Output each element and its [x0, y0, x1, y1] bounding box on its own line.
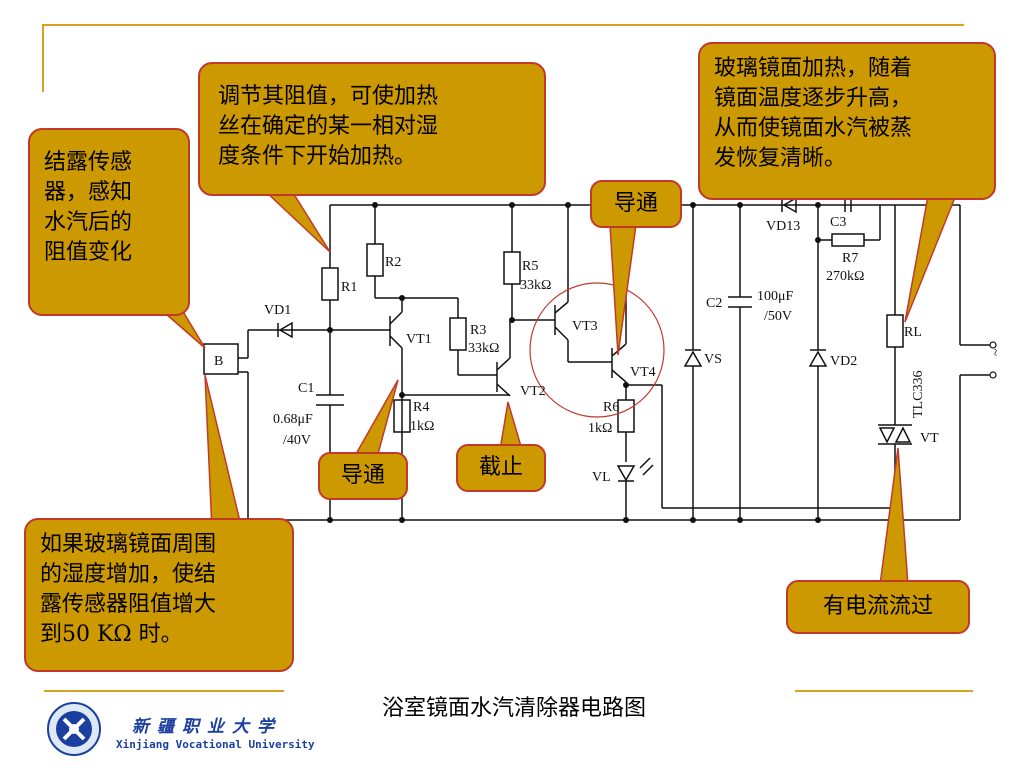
r6-label: R6 [603, 400, 619, 415]
vd13-label: VD13 [766, 219, 800, 234]
c2-label: C2 [706, 296, 722, 311]
frame-left-line [42, 24, 44, 92]
r5-label: R5 [522, 259, 538, 274]
r4-value: 1kΩ [410, 419, 434, 434]
tlc-label: TLC336 [911, 371, 926, 418]
callout-adjust: 调节其阻值，可使加热 丝在确定的某一相对湿 度条件下开始加热。 [198, 62, 546, 196]
callout-humidity-text: 如果玻璃镜面周围 的湿度增加，使结 露传感器阻值增大 到50 KΩ 时。 [40, 532, 217, 647]
b-label: B [214, 354, 223, 369]
c2-value: 100μF [757, 289, 794, 304]
c1-voltage: /40V [283, 433, 311, 448]
r7-label: R7 [842, 251, 858, 266]
r3-label: R3 [470, 323, 486, 338]
vd2-label: VD2 [830, 354, 857, 369]
tag-cutoff-text: 截止 [478, 455, 523, 480]
c1-label: C1 [298, 381, 314, 396]
tag-conduct-bottom: 导通 [318, 452, 408, 500]
callout-mirror-text: 玻璃镜面加热，随着 镜面温度逐步升高， 从而使镜面水汽被蒸 发恢复清晰。 [714, 56, 913, 171]
callout-humidity: 如果玻璃镜面周围 的湿度增加，使结 露传感器阻值增大 到50 KΩ 时。 [24, 518, 294, 672]
vt-label: VT [920, 431, 939, 446]
tag-current-text: 有电流流过 [822, 594, 933, 619]
tag-current: 有电流流过 [786, 580, 970, 634]
vt3-label: VT3 [572, 319, 598, 334]
c2-voltage: /50V [764, 309, 792, 324]
r2-label: R2 [385, 255, 401, 270]
r1-label: R1 [341, 280, 357, 295]
vt4-label: VT4 [630, 365, 656, 380]
vl-label: VL [592, 470, 611, 485]
tag-conduct-top: 导通 [590, 180, 682, 228]
callout-mirror: 玻璃镜面加热，随着 镜面温度逐步升高， 从而使镜面水汽被蒸 发恢复清晰。 [698, 42, 996, 200]
tag-conduct-bottom-text: 导通 [340, 463, 385, 488]
tag-conduct-top-text: 导通 [613, 191, 658, 216]
callout-adjust-text: 调节其阻值，可使加热 丝在确定的某一相对湿 度条件下开始加热。 [218, 84, 439, 169]
c3-label: C3 [830, 215, 846, 230]
frame-bottom-right-line [795, 690, 973, 692]
r3-value: 33kΩ [468, 341, 499, 356]
vd1-label: VD1 [264, 303, 291, 318]
logo-english-name: Xinjiang Vocational University [116, 738, 315, 751]
c1-value: 0.68μF [273, 412, 313, 427]
ac-symbol: ~ [989, 348, 1004, 356]
diagram-caption: 浴室镜面水汽清除器电路图 [382, 696, 647, 721]
callout-sensor-text: 结露传感 器，感知 水汽后的 阻值变化 [44, 150, 133, 265]
logo-chinese-name: 新疆职业大学 [132, 717, 282, 737]
rl-label: RL [904, 325, 922, 340]
vs-label: VS [704, 352, 722, 367]
frame-top-line [42, 24, 964, 26]
callout-sensor: 结露传感 器，感知 水汽后的 阻值变化 [28, 128, 190, 316]
vt1-label: VT1 [406, 332, 432, 347]
r6-value: 1kΩ [588, 421, 612, 436]
university-logo [47, 702, 101, 756]
r4-label: R4 [413, 400, 429, 415]
tag-cutoff: 截止 [456, 444, 546, 492]
frame-bottom-left-line [44, 690, 284, 692]
r5-value: 33kΩ [520, 278, 551, 293]
vt2-label: VT2 [520, 384, 546, 399]
r7-value: 270kΩ [826, 269, 864, 284]
